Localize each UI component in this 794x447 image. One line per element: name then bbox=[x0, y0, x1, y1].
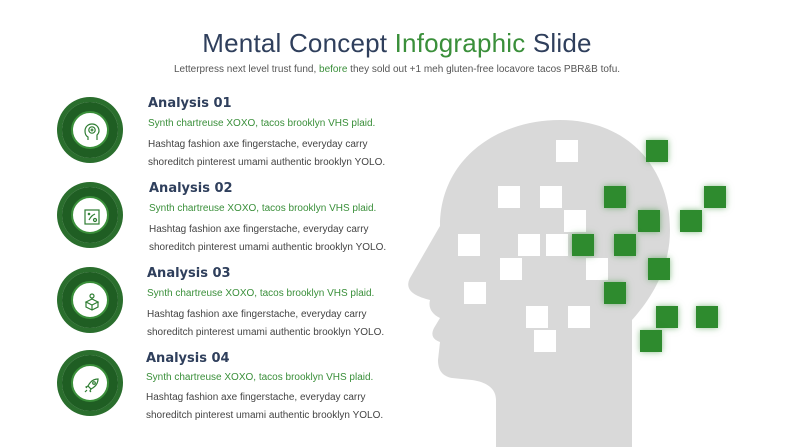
analysis-item: Analysis 01 Synth chartreuse XOXO, tacos… bbox=[0, 96, 420, 184]
analysis-badge bbox=[62, 187, 118, 243]
pixel-square-green bbox=[646, 140, 668, 162]
brain-head-icon bbox=[84, 123, 100, 140]
pixel-square-green bbox=[680, 210, 702, 232]
badge-inner bbox=[71, 111, 109, 149]
badge-inner bbox=[71, 196, 109, 234]
analysis-body: Hashtag fashion axe fingerstache, everyd… bbox=[149, 224, 387, 253]
pixel-square bbox=[498, 186, 520, 208]
badge-inner bbox=[71, 281, 109, 319]
pixel-square-green bbox=[648, 258, 670, 280]
strategy-board-icon bbox=[84, 209, 100, 225]
slide-title: Mental Concept Infographic Slide bbox=[0, 28, 794, 59]
analysis-body: Hashtag fashion axe fingerstache, everyd… bbox=[147, 309, 385, 338]
analysis-badge bbox=[62, 355, 118, 411]
pixel-square-green bbox=[696, 306, 718, 328]
slide-subtitle: Letterpress next level trust fund, befor… bbox=[0, 64, 794, 75]
analysis-title: Analysis 03 bbox=[147, 266, 231, 281]
pixel-square bbox=[458, 234, 480, 256]
analysis-badge bbox=[62, 272, 118, 328]
analysis-subtitle: Synth chartreuse XOXO, tacos brooklyn VH… bbox=[148, 118, 376, 129]
analysis-item: Analysis 02 Synth chartreuse XOXO, tacos… bbox=[0, 181, 420, 269]
pixel-square-green bbox=[614, 234, 636, 256]
analysis-badge bbox=[62, 102, 118, 158]
pixel-square bbox=[500, 258, 522, 280]
pixel-square-green bbox=[604, 282, 626, 304]
subtitle-post: they sold out +1 meh gluten-free locavor… bbox=[347, 64, 621, 75]
analysis-body: Hashtag fashion axe fingerstache, everyd… bbox=[146, 392, 384, 421]
pixel-square-green bbox=[638, 210, 660, 232]
pixel-square bbox=[556, 140, 578, 162]
analysis-item: Analysis 04 Synth chartreuse XOXO, tacos… bbox=[0, 351, 420, 439]
analysis-subtitle: Synth chartreuse XOXO, tacos brooklyn VH… bbox=[149, 203, 377, 214]
analysis-item: Analysis 03 Synth chartreuse XOXO, tacos… bbox=[0, 266, 420, 354]
pixel-square-green bbox=[656, 306, 678, 328]
analysis-body: Hashtag fashion axe fingerstache, everyd… bbox=[148, 139, 386, 168]
pixel-square-green bbox=[572, 234, 594, 256]
title-accent: Infographic bbox=[394, 28, 526, 58]
pixel-square bbox=[518, 234, 540, 256]
idea-box-icon bbox=[84, 293, 100, 311]
pixel-square bbox=[568, 306, 590, 328]
analysis-title: Analysis 02 bbox=[149, 181, 233, 196]
subtitle-accent: before bbox=[319, 64, 348, 75]
pixel-square-green bbox=[704, 186, 726, 208]
pixel-square bbox=[540, 186, 562, 208]
pixel-square bbox=[586, 258, 608, 280]
subtitle-pre: Letterpress next level trust fund, bbox=[173, 64, 320, 75]
pixel-square bbox=[464, 282, 486, 304]
pixel-square bbox=[546, 234, 568, 256]
pixel-square bbox=[564, 210, 586, 232]
pixel-square-green bbox=[604, 186, 626, 208]
pixel-square bbox=[526, 306, 548, 328]
badge-inner bbox=[71, 364, 109, 402]
analysis-subtitle: Synth chartreuse XOXO, tacos brooklyn VH… bbox=[146, 372, 374, 383]
head-silhouette-graphic bbox=[400, 100, 794, 447]
pixel-square-green bbox=[640, 330, 662, 352]
analysis-title: Analysis 01 bbox=[148, 96, 232, 111]
title-tail: Slide bbox=[525, 28, 592, 58]
pixel-square bbox=[534, 330, 556, 352]
title-main: Mental Concept bbox=[202, 28, 395, 58]
rocket-icon bbox=[84, 378, 99, 393]
analysis-title: Analysis 04 bbox=[146, 351, 230, 366]
analysis-subtitle: Synth chartreuse XOXO, tacos brooklyn VH… bbox=[147, 288, 375, 299]
